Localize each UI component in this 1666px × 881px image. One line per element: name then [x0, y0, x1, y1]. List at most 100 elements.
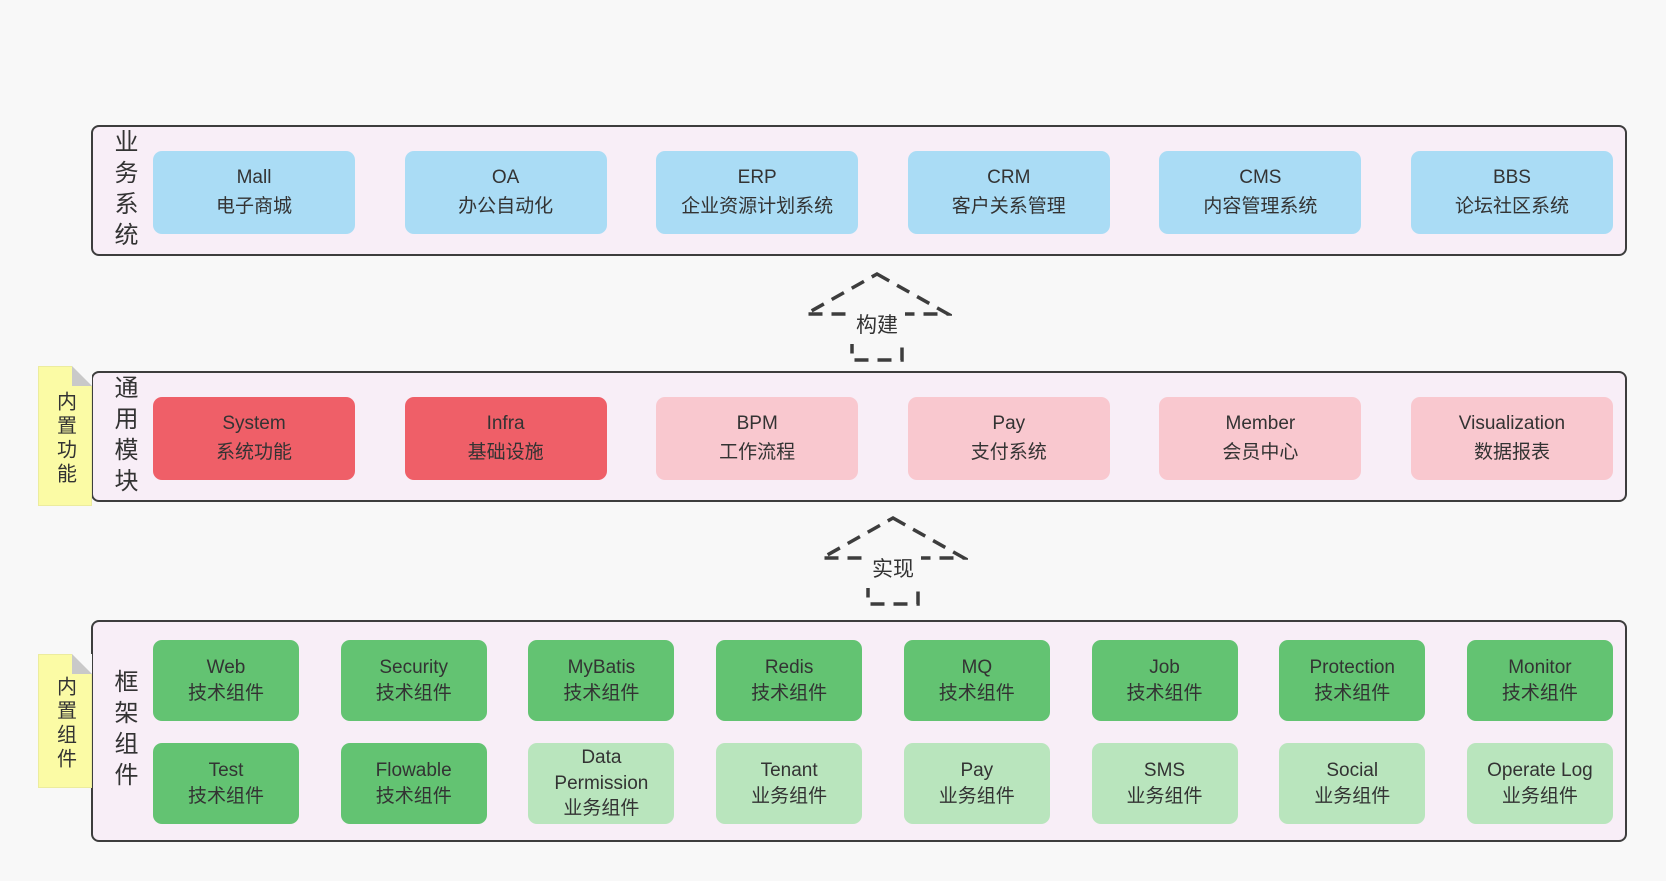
box-name: Data Permission: [554, 747, 649, 794]
box-name: MQ: [961, 656, 993, 678]
box-cms: CMS 内容管理系统: [1159, 151, 1362, 234]
box-desc: 基础设施: [467, 441, 544, 463]
box-name: Redis: [764, 656, 814, 678]
box-desc: 技术组件: [375, 682, 452, 704]
box-mq: MQ 技术组件: [903, 640, 1050, 721]
box-desc: 支付系统: [970, 441, 1047, 463]
implement-arrow-label-bg: [865, 550, 921, 588]
box-name: ERP: [737, 167, 777, 188]
box-web: Web 技术组件: [153, 640, 299, 721]
box-oa: OA 办公自动化: [404, 151, 607, 234]
box-name: Mall: [236, 167, 272, 188]
box-desc: 客户关系管理: [951, 195, 1066, 217]
box-desc: 内容管理系统: [1203, 195, 1318, 217]
box-data-permission: Data Permission 业务组件: [528, 743, 675, 824]
implement-arrow-outline: [818, 515, 968, 606]
box-social: Social 业务组件: [1279, 743, 1426, 824]
band-label-business-systems: 业务系统: [110, 128, 137, 253]
box-sms: SMS 业务组件: [1091, 743, 1238, 824]
box-bbs: BBS 论坛社区系统: [1410, 151, 1613, 234]
box-name: Tenant: [760, 759, 818, 781]
box-desc: 技术组件: [375, 785, 452, 807]
box-desc: 业务组件: [938, 785, 1015, 807]
box-name: MyBatis: [567, 656, 636, 678]
box-job: Job 技术组件: [1091, 640, 1238, 721]
box-desc: 技术组件: [938, 682, 1015, 704]
box-desc: 业务组件: [1314, 785, 1391, 807]
box-desc: 业务组件: [563, 798, 640, 820]
box-desc: 业务组件: [751, 785, 828, 807]
build-arrow-label-bg: [849, 306, 905, 344]
box-name: OA: [491, 167, 520, 188]
box-name: CMS: [1239, 167, 1282, 188]
box-desc: 会员中心: [1222, 441, 1299, 463]
box-desc: 数据报表: [1473, 441, 1550, 463]
box-redis: Redis 技术组件: [716, 640, 863, 721]
box-mybatis: MyBatis 技术组件: [528, 640, 675, 721]
band-framework-components: 框架组件 Web 技术组件 Security 技术组件 MyBatis 技术组件…: [91, 620, 1627, 842]
build-arrow: 构建: [802, 271, 952, 362]
box-desc: 技术组件: [1314, 682, 1391, 704]
common-modules-row: System 系统功能 Infra 基础设施 BPM 工作流程 Pay 支付系统…: [153, 397, 1613, 480]
box-desc: 业务组件: [1126, 785, 1203, 807]
box-name: BBS: [1492, 167, 1531, 188]
box-name: CRM: [987, 167, 1031, 188]
box-name: SMS: [1143, 759, 1186, 781]
box-erp: ERP 企业资源计划系统: [656, 151, 859, 234]
box-pay: Pay 支付系统: [907, 397, 1110, 480]
box-desc: 论坛社区系统: [1454, 195, 1569, 217]
box-bpm: BPM 工作流程: [656, 397, 859, 480]
box-infra: Infra 基础设施: [404, 397, 607, 480]
box-crm: CRM 客户关系管理: [907, 151, 1110, 234]
box-name: Visualization: [1458, 413, 1566, 434]
band-label-framework-components: 框架组件: [110, 669, 137, 793]
box-member: Member 会员中心: [1159, 397, 1362, 480]
sticky-note-builtin-components: 内置组件: [38, 654, 92, 788]
box-visualization: Visualization 数据报表: [1410, 397, 1613, 480]
box-desc: 技术组件: [187, 785, 264, 807]
box-desc: 技术组件: [1501, 682, 1578, 704]
band-business-systems: 业务系统 Mall 电子商城 OA 办公自动化 ERP 企业资源计划系统 CRM…: [91, 125, 1627, 256]
box-desc: 业务组件: [1501, 785, 1578, 807]
box-name: Operate Log: [1487, 759, 1593, 781]
box-pay-business: Pay 业务组件: [903, 743, 1050, 824]
box-desc: 办公自动化: [458, 195, 554, 217]
implement-arrow: 实现: [818, 515, 968, 606]
box-desc: 技术组件: [563, 682, 640, 704]
box-operate-log: Operate Log 业务组件: [1466, 743, 1613, 824]
box-name: System: [222, 413, 286, 434]
box-name: Infra: [486, 413, 525, 434]
box-tenant: Tenant 业务组件: [716, 743, 863, 824]
box-name: Security: [379, 656, 449, 678]
box-name: Monitor: [1508, 656, 1572, 678]
box-name: Pay: [992, 413, 1026, 434]
box-protection: Protection 技术组件: [1279, 640, 1426, 721]
build-arrow-outline: [802, 271, 952, 362]
implement-arrow-label: 实现: [872, 558, 914, 581]
box-desc: 企业资源计划系统: [681, 195, 834, 217]
box-flowable: Flowable 技术组件: [340, 743, 487, 824]
build-arrow-label: 构建: [856, 314, 898, 337]
sticky-note-builtin-features: 内置功能: [38, 366, 92, 506]
box-name: Job: [1149, 656, 1180, 678]
box-desc: 技术组件: [1126, 682, 1203, 704]
box-desc: 电子商城: [215, 195, 292, 217]
box-name: Member: [1225, 413, 1296, 434]
box-desc: 工作流程: [719, 441, 796, 463]
box-name: Social: [1326, 759, 1379, 781]
box-name: Test: [208, 759, 244, 781]
business-systems-row: Mall 电子商城 OA 办公自动化 ERP 企业资源计划系统 CRM 客户关系…: [153, 151, 1613, 234]
box-test: Test 技术组件: [153, 743, 299, 824]
box-name: Flowable: [375, 759, 452, 781]
box-name: Pay: [960, 759, 994, 781]
box-desc: 系统功能: [215, 441, 292, 463]
box-name: Web: [206, 656, 246, 678]
box-name: BPM: [736, 413, 778, 434]
box-security: Security 技术组件: [340, 640, 487, 721]
box-name: Protection: [1309, 656, 1395, 678]
box-desc: 技术组件: [751, 682, 828, 704]
box-desc: 技术组件: [187, 682, 264, 704]
sticky-label: 内置组件: [53, 675, 76, 772]
band-common-modules: 通用模块 System 系统功能 Infra 基础设施 BPM 工作流程 Pay…: [91, 371, 1627, 502]
